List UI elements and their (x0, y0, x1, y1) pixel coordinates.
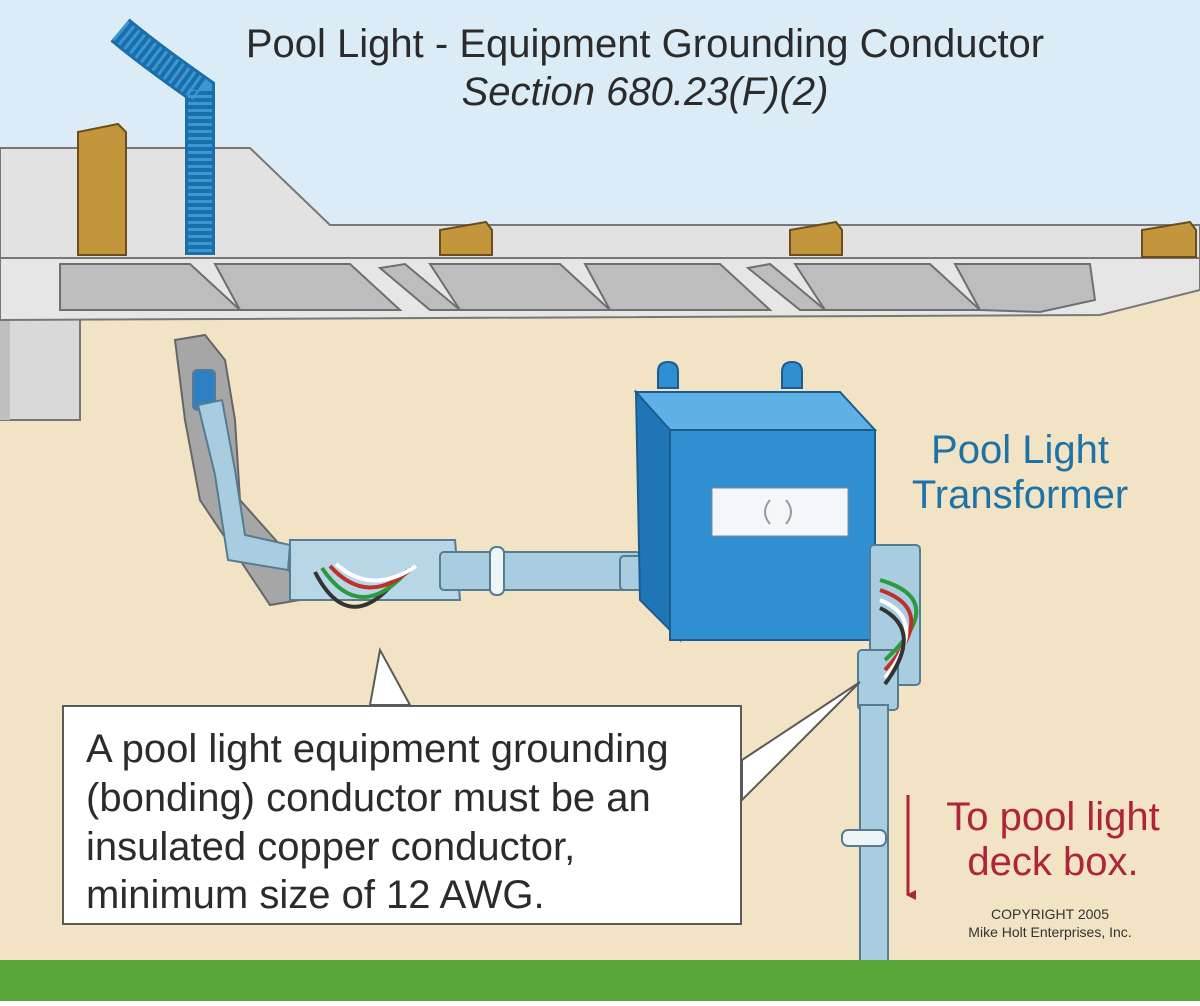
side-junction (841, 544, 921, 976)
callout-note: A pool light equipment grounding (bondin… (62, 705, 742, 925)
block-cells (59, 262, 1097, 314)
side-wires (879, 578, 919, 686)
conduit-icon (192, 369, 651, 601)
grass (0, 960, 1200, 1001)
diagram-title: Pool Light - Equipment Grounding Conduct… (245, 22, 1045, 66)
transformer-label: Pool Light Transformer (911, 428, 1129, 517)
transformer-box-icon (633, 360, 878, 643)
copyright-notice: COPYRIGHT 2005 Mike Holt Enterprises, In… (968, 906, 1132, 940)
flex-conduit-icon (110, 18, 215, 255)
concrete-top-band (0, 147, 1200, 259)
diagram-subtitle: Section 680.23(F)(2) (461, 70, 829, 114)
wood-posts (77, 122, 1197, 258)
callout-pointers (368, 647, 861, 803)
wire-bundle-icon (313, 562, 418, 609)
destination-label: To pool light deck box. (946, 795, 1160, 884)
